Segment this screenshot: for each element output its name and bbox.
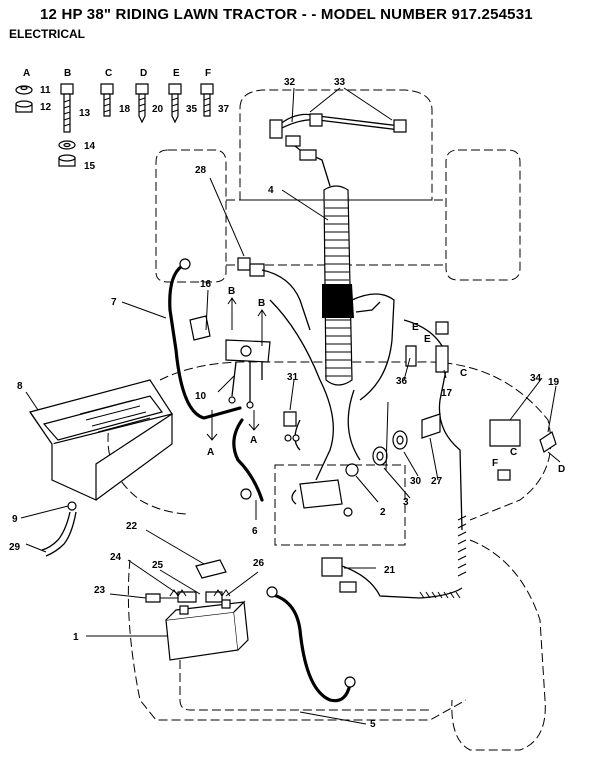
svg-text:37: 37 bbox=[218, 104, 230, 115]
callout-22: 22 bbox=[126, 521, 138, 532]
svg-text:20: 20 bbox=[152, 104, 164, 115]
bolt-icon bbox=[200, 83, 214, 95]
callout-27: 27 bbox=[431, 476, 443, 487]
letter-markers: B B A A bbox=[206, 286, 267, 458]
positive-cable bbox=[268, 592, 352, 703]
svg-text:A: A bbox=[207, 447, 214, 458]
svg-text:F: F bbox=[492, 458, 498, 469]
callout-24: 24 bbox=[110, 552, 122, 563]
callout-3: 3 bbox=[403, 497, 409, 508]
svg-text:12: 12 bbox=[40, 102, 52, 113]
callout-23: 23 bbox=[94, 585, 106, 596]
callout-33: 33 bbox=[334, 77, 346, 88]
svg-text:E: E bbox=[424, 334, 431, 345]
svg-text:13: 13 bbox=[79, 108, 91, 119]
svg-text:B: B bbox=[228, 286, 235, 297]
callout-28: 28 bbox=[195, 165, 207, 176]
vent-fitting bbox=[67, 501, 77, 511]
callout-6: 6 bbox=[252, 526, 258, 537]
hardware-legend: A B C D E F 11 12 13 14 15 18 20 bbox=[15, 68, 230, 172]
svg-text:18: 18 bbox=[119, 104, 131, 115]
callout-19: 19 bbox=[548, 377, 560, 388]
switch-knob bbox=[539, 431, 557, 453]
svg-text:D: D bbox=[558, 464, 565, 475]
callout-21: 21 bbox=[384, 565, 396, 576]
svg-text:14: 14 bbox=[84, 141, 96, 152]
callout-9: 9 bbox=[12, 514, 18, 525]
battery-bolt bbox=[145, 593, 161, 603]
headlight-socket bbox=[309, 113, 323, 127]
section-label: ELECTRICAL bbox=[9, 27, 85, 41]
ground-cable bbox=[168, 264, 242, 420]
hardware-letter-d: D bbox=[140, 68, 147, 79]
headlight-harness bbox=[269, 113, 407, 187]
short-cable bbox=[232, 418, 264, 502]
callout-31: 31 bbox=[287, 372, 299, 383]
interlock-switch bbox=[299, 479, 343, 509]
hardware-letter-b: B bbox=[64, 68, 71, 79]
callout-30: 30 bbox=[410, 476, 422, 487]
callout-8: 8 bbox=[17, 381, 23, 392]
page-title: 12 HP 38" RIDING LAWN TRACTOR - - MODEL … bbox=[40, 6, 533, 23]
callout-26: 26 bbox=[253, 558, 265, 569]
seat-switch bbox=[421, 413, 441, 439]
callout-29: 29 bbox=[9, 542, 21, 553]
callout-numbers: 1 2 3 4 5 6 7 8 9 10 16 17 19 21 22 23 2… bbox=[9, 77, 560, 730]
bolt-icon bbox=[100, 83, 114, 95]
callout-4: 4 bbox=[268, 185, 274, 196]
headlight-switch-bracket bbox=[489, 419, 521, 447]
solenoid-bracket bbox=[189, 315, 211, 341]
main-harness-wires bbox=[269, 293, 463, 531]
svg-text:E: E bbox=[412, 322, 419, 333]
wire-conduit bbox=[322, 185, 354, 386]
callout-32: 32 bbox=[284, 77, 296, 88]
relay-clips: E E C bbox=[405, 321, 467, 379]
terminal-cover bbox=[195, 559, 227, 579]
battery-tray bbox=[29, 379, 173, 501]
headlight-socket bbox=[393, 119, 407, 133]
callout-5: 5 bbox=[370, 719, 376, 730]
callout-16: 16 bbox=[200, 279, 212, 290]
ignition-switch-assembly bbox=[189, 257, 311, 409]
screw-icon bbox=[135, 83, 149, 95]
starter-solenoid bbox=[321, 557, 343, 577]
callout-10: 10 bbox=[195, 391, 207, 402]
callout-25: 25 bbox=[152, 560, 164, 571]
svg-text:B: B bbox=[258, 298, 265, 309]
callout-2: 2 bbox=[380, 507, 386, 518]
svg-text:35: 35 bbox=[186, 104, 198, 115]
hardware-letter-c: C bbox=[105, 68, 112, 79]
svg-text:C: C bbox=[510, 447, 517, 458]
screw-icon bbox=[168, 83, 182, 95]
battery bbox=[165, 599, 249, 661]
callout-1: 1 bbox=[73, 632, 79, 643]
callout-7: 7 bbox=[111, 297, 117, 308]
leader-lines bbox=[20, 87, 557, 725]
callout-34: 34 bbox=[530, 373, 542, 384]
hardware-letter-e: E bbox=[173, 68, 180, 79]
svg-text:11: 11 bbox=[40, 85, 51, 96]
hardware-letter-f: F bbox=[205, 68, 211, 79]
bolt-icon bbox=[60, 83, 74, 95]
svg-text:15: 15 bbox=[84, 161, 96, 172]
svg-text:C: C bbox=[460, 368, 467, 379]
fuse-holder bbox=[283, 411, 297, 427]
hardware-letter-a: A bbox=[23, 68, 30, 79]
callout-36: 36 bbox=[396, 376, 408, 387]
svg-text:A: A bbox=[250, 435, 257, 446]
callout-17: 17 bbox=[441, 388, 453, 399]
